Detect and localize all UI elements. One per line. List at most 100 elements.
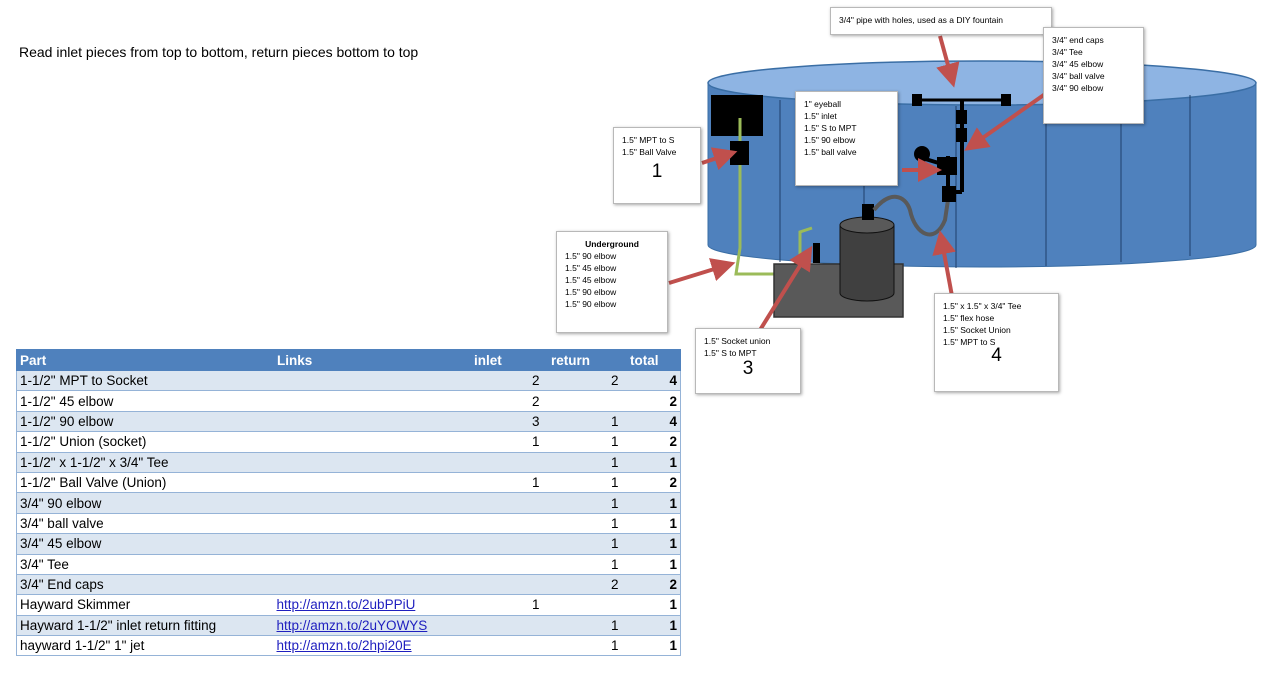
callout-line: 1.5" Ball Valve bbox=[622, 147, 677, 157]
cell-total: 1 bbox=[626, 635, 681, 657]
skimmer bbox=[711, 95, 763, 136]
callout-line: 3/4" pipe with holes, used as a DIY foun… bbox=[839, 15, 1003, 25]
callout-title: Underground bbox=[585, 239, 639, 249]
cell-part: 1-1/2" Ball Valve (Union) bbox=[16, 471, 274, 494]
cell-part: 3/4" End caps bbox=[16, 573, 274, 596]
cell-link bbox=[273, 512, 471, 535]
cell-part: 3/4" 45 elbow bbox=[16, 533, 274, 555]
callout-line: 3/4" ball valve bbox=[1052, 71, 1105, 81]
cell-total: 2 bbox=[626, 471, 681, 494]
header-total: total bbox=[626, 349, 681, 371]
cell-inlet bbox=[470, 635, 548, 657]
callout-line: 3/4" Tee bbox=[1052, 47, 1083, 57]
cell-part: 3/4" ball valve bbox=[16, 512, 274, 535]
callout-eyeball: 1" eyeball 1.5" inlet 1.5" S to MPT 1.5"… bbox=[795, 91, 898, 186]
callout-arrows bbox=[668, 35, 1050, 332]
cell-link bbox=[273, 533, 471, 555]
callout-underground: Underground 1.5" 90 elbow 1.5" 45 elbow … bbox=[556, 231, 668, 333]
cell-return: 2 bbox=[547, 369, 627, 392]
cell-return: 1 bbox=[547, 410, 627, 433]
callout-line: 1.5" 45 elbow bbox=[565, 263, 617, 273]
cell-return: 1 bbox=[547, 492, 627, 514]
cell-part: 3/4" Tee bbox=[16, 553, 274, 575]
cell-link: http://amzn.to/2uYOWYS bbox=[273, 614, 471, 637]
product-link[interactable]: http://amzn.to/2ubPPiU bbox=[276, 597, 416, 613]
callout-line: 1.5" S to MPT bbox=[804, 123, 857, 133]
cell-link bbox=[273, 492, 471, 514]
cell-total: 1 bbox=[626, 614, 681, 637]
callout-line: 1.5" 90 elbow bbox=[565, 251, 617, 261]
callout-line: 1.5" MPT to S bbox=[943, 337, 996, 347]
cell-link bbox=[273, 390, 471, 412]
product-link[interactable]: http://amzn.to/2hpi20E bbox=[276, 638, 412, 654]
cell-inlet bbox=[470, 492, 548, 514]
cell-link bbox=[273, 553, 471, 575]
cell-total: 2 bbox=[626, 573, 681, 596]
cell-total: 1 bbox=[626, 533, 681, 555]
header-part: Part bbox=[16, 349, 274, 371]
product-link[interactable]: http://amzn.to/2uYOWYS bbox=[276, 617, 428, 633]
cell-inlet: 1 bbox=[470, 471, 548, 494]
callout-line: 1.5" 90 elbow bbox=[804, 135, 856, 145]
cell-return: 1 bbox=[547, 431, 627, 453]
cell-total: 4 bbox=[626, 410, 681, 433]
cell-part: hayward 1-1/2" 1" jet bbox=[16, 635, 274, 657]
callout-number: 3 bbox=[742, 358, 754, 379]
callout-line: 3/4" 45 elbow bbox=[1052, 59, 1104, 69]
cell-link bbox=[273, 451, 471, 473]
cell-return: 1 bbox=[547, 533, 627, 555]
cell-total: 4 bbox=[626, 369, 681, 392]
cell-return: 1 bbox=[547, 553, 627, 575]
cell-inlet bbox=[470, 451, 548, 473]
cell-total: 1 bbox=[626, 492, 681, 514]
cell-link bbox=[273, 410, 471, 433]
callout-line: 3/4" end caps bbox=[1052, 35, 1104, 45]
callout-line: 1.5" MPT to S bbox=[622, 135, 675, 145]
callout-line: 1.5" S to MPT bbox=[704, 348, 757, 358]
callout-number: 4 bbox=[991, 345, 1002, 366]
cell-link: http://amzn.to/2ubPPiU bbox=[273, 594, 471, 616]
cell-inlet bbox=[470, 512, 548, 535]
callout-line: 1.5" 90 elbow bbox=[565, 287, 617, 297]
cell-inlet: 1 bbox=[470, 594, 548, 616]
cell-part: 1-1/2" Union (socket) bbox=[16, 431, 274, 453]
callout-line: 1.5" ball valve bbox=[804, 147, 857, 157]
cell-inlet: 3 bbox=[470, 410, 548, 433]
cell-link: http://amzn.to/2hpi20E bbox=[273, 635, 471, 657]
cell-return: 2 bbox=[547, 573, 627, 596]
header-inlet: inlet bbox=[470, 349, 548, 371]
cell-return: 1 bbox=[547, 512, 627, 535]
cell-link bbox=[273, 573, 471, 596]
cell-inlet bbox=[470, 573, 548, 596]
cell-return: 1 bbox=[547, 635, 627, 657]
callout-line: 1.5" inlet bbox=[804, 111, 837, 121]
instructions-text: Read inlet pieces from top to bottom, re… bbox=[19, 44, 419, 60]
cell-part: 1-1/2" x 1-1/2" x 3/4" Tee bbox=[16, 451, 274, 473]
callout-fountain: 3/4" pipe with holes, used as a DIY foun… bbox=[830, 7, 1052, 35]
cell-inlet: 2 bbox=[470, 369, 548, 392]
cell-total: 2 bbox=[626, 390, 681, 412]
cell-total: 1 bbox=[626, 553, 681, 575]
cell-inlet: 1 bbox=[470, 431, 548, 453]
callout-line: 1.5" Socket union bbox=[704, 336, 771, 346]
cell-link bbox=[273, 431, 471, 453]
cell-return: 1 bbox=[547, 451, 627, 473]
callout-line: 1.5" 90 elbow bbox=[565, 299, 617, 309]
cell-return: 1 bbox=[547, 614, 627, 637]
callout-1: 1.5" MPT to S 1.5" Ball Valve 1 bbox=[613, 127, 701, 204]
inlet-pipe bbox=[734, 118, 813, 276]
cell-return bbox=[547, 390, 627, 412]
parts-table: Part Links inlet return total 1-1/2" MPT… bbox=[16, 349, 681, 657]
callout-line: 1.5" x 1.5" x 3/4" Tee bbox=[943, 301, 1022, 311]
